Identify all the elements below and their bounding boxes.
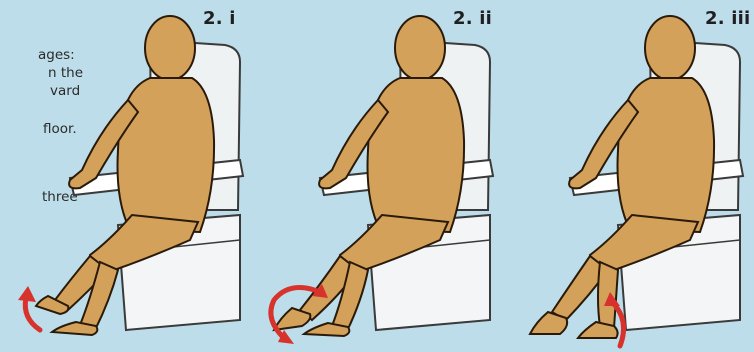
panel-step-2-ii — [250, 0, 500, 352]
seated-figure-illustration — [0, 0, 250, 352]
panel-step-2-iii — [500, 0, 750, 352]
head — [395, 16, 445, 80]
seated-figure-illustration — [250, 0, 500, 352]
torso — [618, 78, 715, 232]
head — [145, 16, 195, 80]
torso — [368, 78, 465, 232]
seated-figure-illustration — [500, 0, 750, 352]
panel-step-2-i — [0, 0, 250, 352]
torso — [118, 78, 215, 232]
foot — [274, 308, 310, 330]
head — [645, 16, 695, 80]
